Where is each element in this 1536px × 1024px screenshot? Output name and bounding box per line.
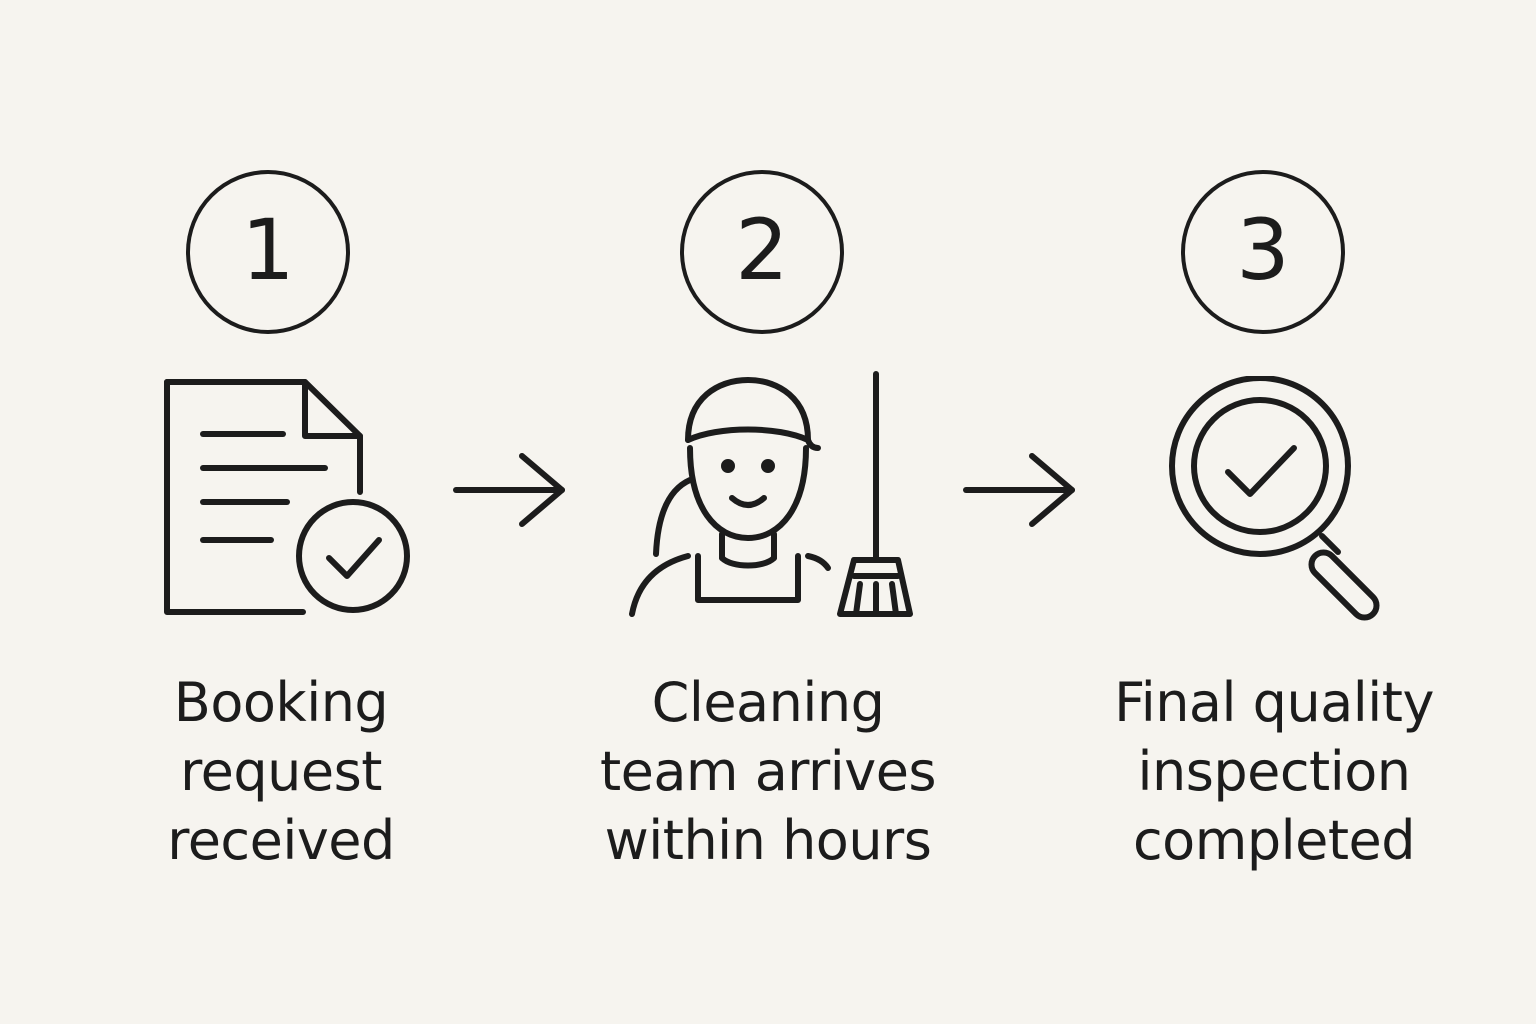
arrow-right-icon [962,452,1082,532]
step-2-number-circle: 2 [680,170,844,334]
step-3-number-circle: 3 [1181,170,1345,334]
step-2-label: Cleaning team arrives within hours [599,671,937,872]
magnifier-check-icon [1162,376,1412,626]
step-3-label: Final quality inspection completed [1114,671,1434,872]
arrow-right-icon [452,452,572,532]
step-1-number: 1 [241,201,295,299]
cleaner-with-broom-icon [628,368,918,620]
document-check-icon [155,372,425,622]
step-1-number-circle: 1 [186,170,350,334]
step-1-label: Booking request received [167,671,395,872]
step-2-number: 2 [735,201,789,299]
step-3-number: 3 [1236,201,1290,299]
